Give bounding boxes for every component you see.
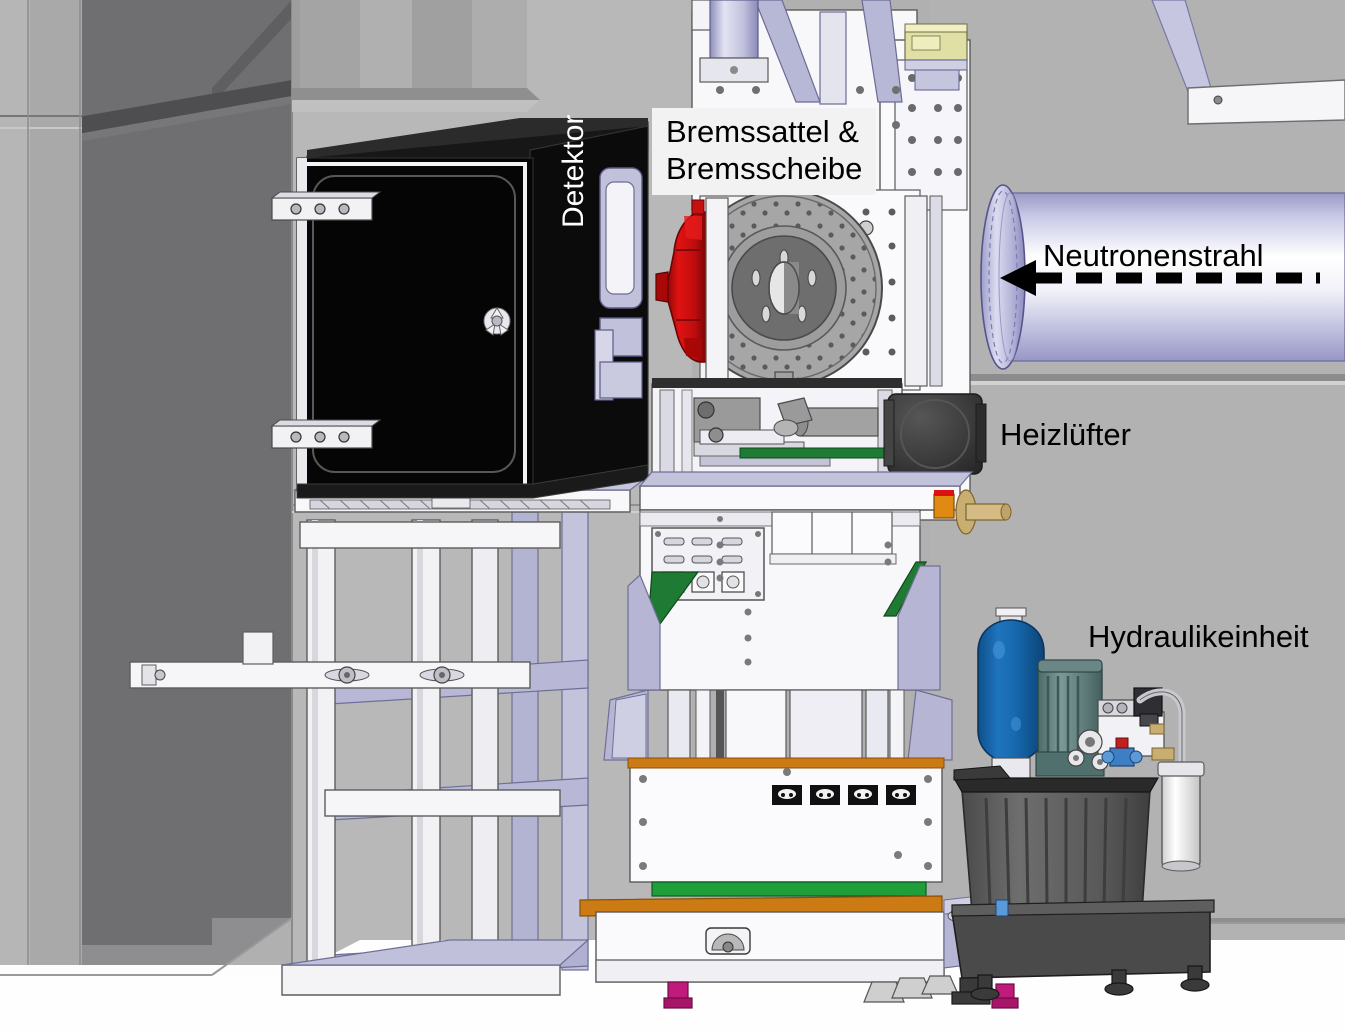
door-handle-knob [483,307,511,336]
hydraulic-unit [951,607,1215,1001]
brake-disc-assembly [655,189,883,403]
neutron-beam-arrow [1000,260,1320,296]
lower-equipment-panel [579,757,945,931]
brake-assembly-label: Bremssattel & Bremsscheibe [652,108,877,196]
machine-mid-body [603,489,1012,761]
hydraulic-unit-label: Hydraulikeinheit [1088,619,1309,654]
brake-assembly-label-line2: Bremsscheibe [666,150,863,186]
neutron-beam-label: Neutronenstrahl [1043,238,1264,273]
detector-box [270,118,649,499]
brake-caliper [655,199,707,363]
detector-label: Detektor [557,114,590,228]
upper-machine-deck [638,378,987,511]
detector-side-handle [594,167,643,401]
side-fitting [933,489,1012,535]
machine-base [595,891,1019,1009]
heater-fan [883,393,987,475]
connector-plates [772,785,916,805]
top-sensor-module [904,23,968,91]
heater-fan-label: Heizlüfter [1000,417,1131,452]
brake-assembly-label-line1: Bremssattel & [666,114,859,149]
valve-manifold [1067,687,1186,774]
